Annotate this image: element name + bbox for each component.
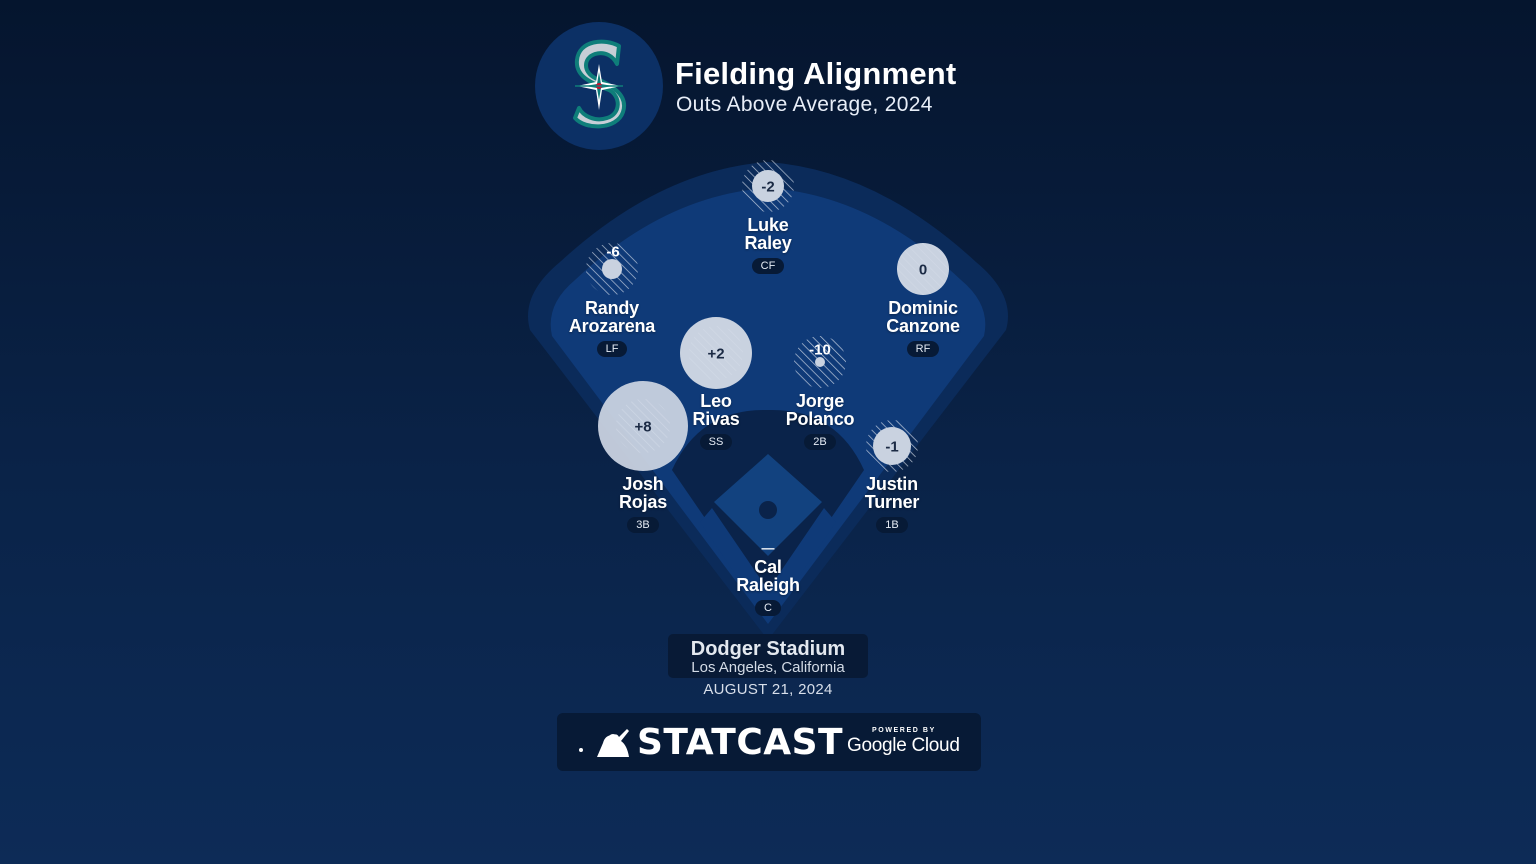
stadium-name: Dodger Stadium bbox=[690, 638, 846, 660]
oaa-value-1b: -1 bbox=[885, 438, 899, 456]
player-name-line1: Justin bbox=[866, 474, 918, 494]
oaa-value-lf: -6 bbox=[606, 243, 620, 261]
google-cloud-wordmark: Google Cloud bbox=[847, 735, 960, 756]
oaa-bubble-1b bbox=[873, 427, 911, 465]
oaa-value-2b: -10 bbox=[809, 341, 831, 359]
player-cf: Luke Raley CF bbox=[688, 216, 848, 274]
oaa-bubble-cf bbox=[752, 170, 784, 202]
venue-box: Dodger Stadium Los Angeles, California bbox=[668, 634, 868, 678]
player-rf: Dominic Canzone RF bbox=[843, 299, 1003, 357]
chart-header: Fielding Alignment Outs Above Average, 2… bbox=[535, 22, 995, 152]
position-badge: C bbox=[755, 600, 781, 616]
player-name-line1: Dominic bbox=[888, 298, 958, 318]
powered-by-label: POWERED BY bbox=[872, 727, 936, 734]
chart-subtitle: Outs Above Average, 2024 bbox=[676, 93, 933, 116]
game-date: AUGUST 21, 2024 bbox=[703, 681, 833, 698]
position-badge: SS bbox=[699, 434, 733, 450]
player-name-line2: Raleigh bbox=[736, 575, 800, 595]
player-lf: Randy Arozarena LF bbox=[532, 299, 692, 357]
pitchers-mound bbox=[759, 501, 777, 519]
position-badge: CF bbox=[751, 258, 785, 274]
player-name-line1: Luke bbox=[747, 215, 789, 235]
player-name-line1: Leo bbox=[700, 391, 732, 411]
player-1b: Justin Turner 1B bbox=[812, 475, 972, 533]
statcast-banner: STATCAST POWERED BY Google Cloud bbox=[557, 713, 981, 771]
player-name-line2: Raley bbox=[744, 233, 792, 253]
position-badge: LF bbox=[596, 341, 628, 357]
oaa-value-ss: +2 bbox=[707, 345, 725, 363]
player-name-line2: Rivas bbox=[692, 409, 740, 429]
player-name-line2: Polanco bbox=[785, 409, 855, 429]
player-ss: Leo Rivas SS bbox=[636, 392, 796, 450]
statcast-wordmark: STATCAST bbox=[637, 722, 844, 763]
oaa-bubble-2b bbox=[815, 357, 825, 367]
player-3b: Josh Rojas 3B bbox=[563, 475, 723, 533]
player-name-line2: Canzone bbox=[886, 316, 960, 336]
player-name-line2: Rojas bbox=[618, 492, 668, 512]
player-name-line1: Jorge bbox=[795, 391, 845, 411]
outfield bbox=[550, 188, 986, 624]
oaa-value-cf: -2 bbox=[761, 178, 775, 196]
mlb-batter-icon bbox=[597, 729, 629, 757]
mariners-logo-icon bbox=[573, 39, 627, 129]
team-logo bbox=[535, 22, 663, 150]
chart-title: Fielding Alignment bbox=[675, 56, 957, 91]
bullet-dot bbox=[579, 748, 583, 752]
player-name-line2: Turner bbox=[864, 492, 920, 512]
oaa-value-3b: +8 bbox=[634, 418, 652, 436]
position-badge: 3B bbox=[627, 517, 659, 533]
player-2b: Jorge Polanco 2B bbox=[740, 392, 900, 450]
oaa-value-c: — bbox=[761, 540, 775, 556]
player-name-line1: Josh bbox=[622, 474, 664, 494]
player-c: Cal Raleigh C bbox=[688, 558, 848, 616]
oaa-value-rf: 0 bbox=[918, 261, 928, 279]
position-badge: 1B bbox=[876, 517, 908, 533]
home-plate-area bbox=[700, 508, 836, 622]
position-badge: 2B bbox=[804, 434, 836, 450]
player-name-line2: Arozarena bbox=[568, 316, 656, 336]
oaa-bubble-lf bbox=[602, 259, 622, 279]
position-badge: RF bbox=[906, 341, 940, 357]
player-name-line1: Randy bbox=[584, 298, 639, 318]
stadium-location: Los Angeles, California bbox=[691, 659, 845, 676]
player-name-line1: Cal bbox=[754, 557, 782, 577]
